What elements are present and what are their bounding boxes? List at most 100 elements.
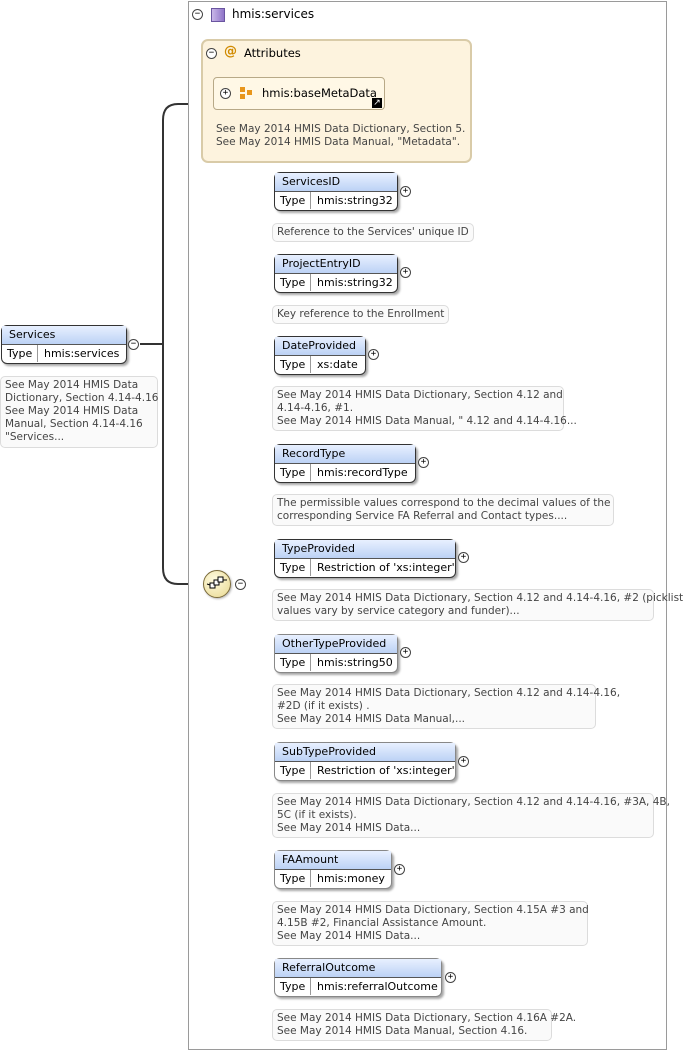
expand-icon[interactable]: + xyxy=(400,647,411,658)
element-name: Services xyxy=(2,326,126,345)
element-name: RecordType xyxy=(275,445,415,464)
expand-icon[interactable]: + xyxy=(368,349,379,360)
doc-line: See May 2014 HMIS Data... xyxy=(277,822,421,834)
element-type-row: Type hmis:string32 xyxy=(275,274,397,291)
doc-line: Reference to the Services' unique ID xyxy=(277,226,469,238)
element-name: DateProvided xyxy=(275,337,365,356)
element-name: ReferralOutcome xyxy=(275,959,441,978)
element-documentation: See May 2014 HMIS Data Dictionary, Secti… xyxy=(272,793,670,838)
element-othertypeprovided[interactable]: OtherTypeProvided Type hmis:string50 xyxy=(274,634,398,673)
expand-icon[interactable]: + xyxy=(394,864,405,875)
element-type-row: Type hmis:string50 xyxy=(275,654,397,671)
attributes-documentation: See May 2014 HMIS Data Dictionary, Secti… xyxy=(216,123,465,149)
type-value: hmis:string32 xyxy=(317,276,393,289)
element-type-row: Type xs:date xyxy=(275,356,365,373)
type-label: Type xyxy=(275,870,311,887)
element-name: TypeProvided xyxy=(275,540,455,559)
expand-icon[interactable]: + xyxy=(458,552,469,563)
sequence-compositor-icon[interactable] xyxy=(203,570,231,598)
doc-line: "Services... xyxy=(5,431,65,443)
element-name: SubTypeProvided xyxy=(275,743,455,762)
doc-line: See May 2014 HMIS Data Dictionary, Secti… xyxy=(277,592,683,604)
type-label: Type xyxy=(275,559,311,576)
type-label: Type xyxy=(275,654,311,671)
type-label: Type xyxy=(275,356,311,373)
doc-line: See May 2014 HMIS Data Manual,... xyxy=(277,713,465,725)
collapse-icon[interactable]: − xyxy=(192,9,203,20)
element-type-row: Type hmis:string32 xyxy=(275,192,397,209)
element-type-row: Type hmis:money xyxy=(275,870,391,887)
type-label: Type xyxy=(275,274,311,291)
doc-line: See May 2014 HMIS Data Manual, "Metadata… xyxy=(216,136,461,148)
link-arrow-icon[interactable]: ↗ xyxy=(372,98,382,108)
doc-line: See May 2014 HMIS Data Dictionary, Secti… xyxy=(277,1012,577,1024)
element-type-row: Type hmis:referralOutcome xyxy=(275,978,441,995)
element-typeprovided[interactable]: TypeProvided Type Restriction of 'xs:inte… xyxy=(274,539,456,578)
root-documentation: See May 2014 HMIS Data Dictionary, Secti… xyxy=(0,376,158,448)
type-label: Type xyxy=(275,978,311,995)
attributes-title: Attributes xyxy=(244,46,301,60)
doc-line: 4.14-4.16, #1. xyxy=(277,402,354,414)
type-label: Type xyxy=(2,345,38,362)
attribute-group-icon xyxy=(240,87,252,99)
type-value: Restriction of 'xs:integer' xyxy=(317,764,455,777)
complex-type-title: hmis:services xyxy=(232,7,315,21)
doc-line: See May 2014 HMIS Data xyxy=(5,405,139,417)
element-documentation: Key reference to the Enrollment xyxy=(272,305,450,324)
element-documentation: See May 2014 HMIS Data Dictionary, Secti… xyxy=(272,684,621,729)
type-value: hmis:money xyxy=(317,872,385,885)
type-value: hmis:referralOutcome xyxy=(317,980,438,993)
element-type-row: Type hmis:recordType xyxy=(275,464,415,481)
attribute-group-basemetadata[interactable]: + hmis:baseMetaData ↗ xyxy=(213,77,385,110)
doc-line: The permissible values correspond to the… xyxy=(277,497,611,509)
root-element-services[interactable]: Services Type hmis:services xyxy=(1,325,127,364)
doc-line: 5C (if it exists). xyxy=(277,809,357,821)
type-value: hmis:string50 xyxy=(317,656,393,669)
expand-icon[interactable]: + xyxy=(418,457,429,468)
element-projectentryid[interactable]: ProjectEntryID Type hmis:string32 xyxy=(274,254,398,293)
expand-icon[interactable]: + xyxy=(400,267,411,278)
type-value: hmis:string32 xyxy=(317,194,393,207)
element-name: OtherTypeProvided xyxy=(275,635,397,654)
doc-line: See May 2014 HMIS Data Dictionary, Secti… xyxy=(277,389,563,401)
type-value: Restriction of 'xs:integer' xyxy=(317,561,455,574)
element-referraloutcome[interactable]: ReferralOutcome Type hmis:referralOutcome xyxy=(274,958,442,997)
doc-line: See May 2014 HMIS Data Dictionary, Secti… xyxy=(277,687,621,699)
type-value: xs:date xyxy=(317,358,358,371)
expand-icon[interactable]: + xyxy=(458,756,469,767)
expand-icon[interactable]: + xyxy=(445,972,456,983)
element-name: ProjectEntryID xyxy=(275,255,397,274)
type-value: hmis:recordType xyxy=(317,466,408,479)
element-documentation: See May 2014 HMIS Data Dictionary, Secti… xyxy=(272,386,577,431)
collapse-icon[interactable]: − xyxy=(206,48,217,59)
doc-line: See May 2014 HMIS Data xyxy=(5,379,139,391)
complex-type-icon xyxy=(211,8,225,22)
type-value: hmis:services xyxy=(44,347,120,360)
attribute-group-label: hmis:baseMetaData xyxy=(262,86,377,100)
element-documentation: See May 2014 HMIS Data Dictionary, Secti… xyxy=(272,589,683,621)
collapse-icon[interactable]: − xyxy=(128,339,139,350)
element-servicesid[interactable]: ServicesID Type hmis:string32 xyxy=(274,172,398,211)
doc-line: Key reference to the Enrollment xyxy=(277,308,445,320)
element-recordtype[interactable]: RecordType Type hmis:recordType xyxy=(274,444,416,483)
doc-line: Dictionary, Section 4.14-4.16 xyxy=(5,392,159,404)
type-label: Type xyxy=(275,192,311,209)
element-name: ServicesID xyxy=(275,173,397,192)
doc-line: #2D (if it exists) . xyxy=(277,700,370,712)
type-label: Type xyxy=(275,464,311,481)
element-type-row: Type Restriction of 'xs:integer' xyxy=(275,559,455,576)
expand-icon[interactable]: + xyxy=(400,186,411,197)
doc-line: values vary by service category and fund… xyxy=(277,605,520,617)
attribute-icon: @ xyxy=(224,44,237,59)
element-dateprovided[interactable]: DateProvided Type xs:date xyxy=(274,336,366,375)
doc-line: See May 2014 HMIS Data Manual, Section 4… xyxy=(277,1025,528,1037)
doc-line: See May 2014 HMIS Data Dictionary, Secti… xyxy=(277,904,589,916)
doc-line: See May 2014 HMIS Data... xyxy=(277,930,421,942)
doc-line: Manual, Section 4.14-4.16 xyxy=(5,418,143,430)
collapse-icon[interactable]: − xyxy=(235,579,246,590)
expand-icon[interactable]: + xyxy=(220,88,231,99)
doc-line: See May 2014 HMIS Data Manual, " 4.12 an… xyxy=(277,415,577,427)
